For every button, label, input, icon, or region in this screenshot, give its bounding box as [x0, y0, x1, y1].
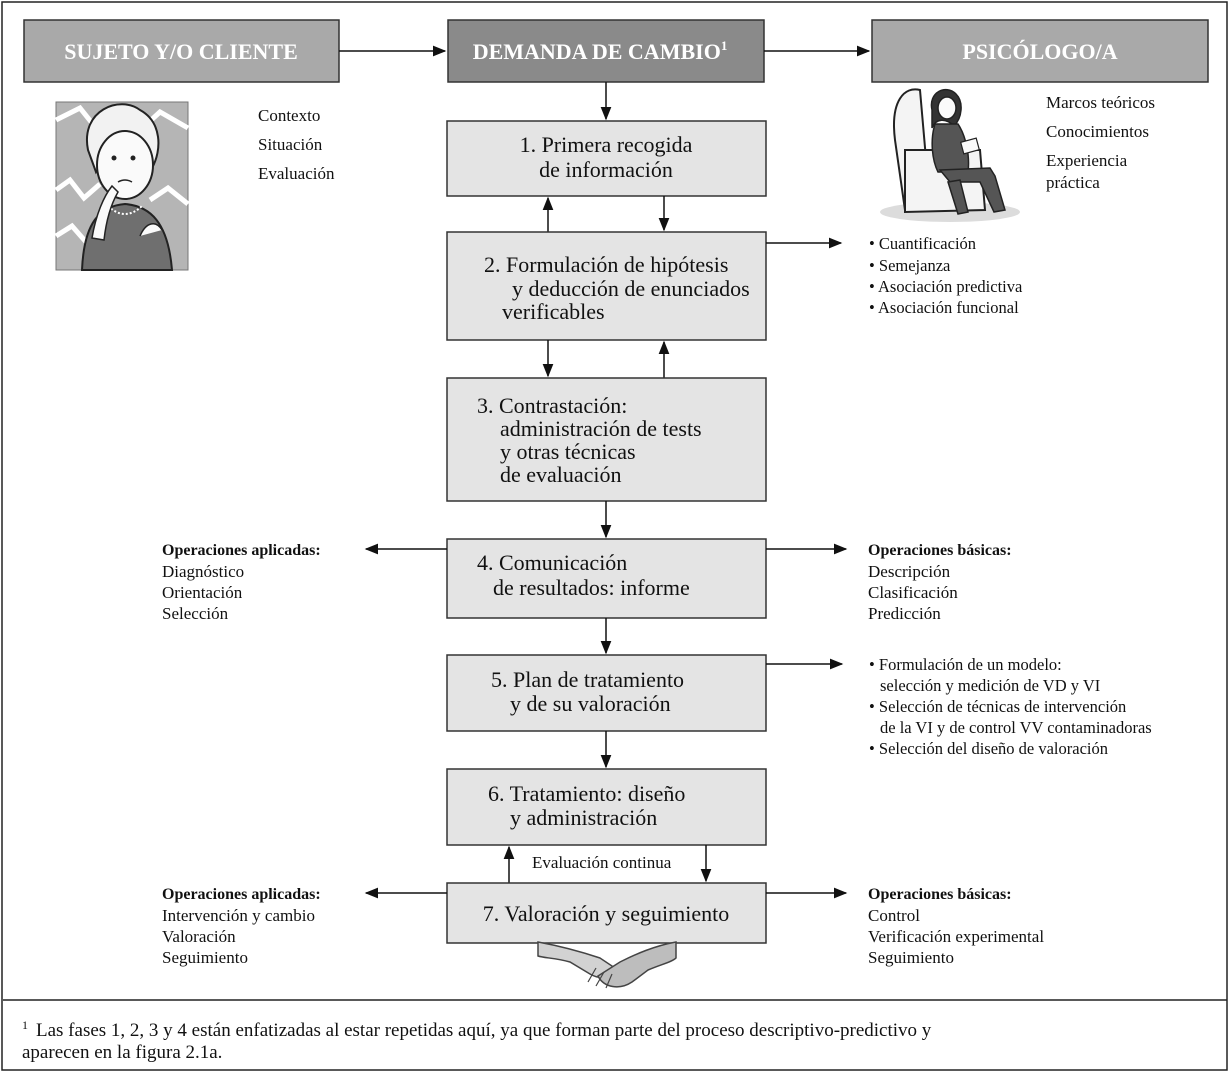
applied-ops-2-item-3: Seguimiento [162, 948, 248, 967]
step-3-line-1: 3. Contrastación: [477, 393, 627, 418]
footnote-text-1: Las fases 1, 2, 3 y 4 están enfatizadas … [36, 1020, 932, 1041]
footnote-line-2: aparecen en la figura 2.1a. [22, 1042, 222, 1063]
step-5-line-2: y de su valoración [510, 691, 671, 716]
step-6-line-2: y administración [510, 805, 657, 830]
basic-ops-1-title: Operaciones básicas: [868, 542, 1012, 559]
header-demand-label: DEMANDA DE CAMBIO1 [473, 38, 728, 64]
psych-skill-3: Experiencia [1046, 151, 1128, 170]
basic-ops-2-item-1: Control [868, 906, 920, 925]
plan-item-3: • Selección de técnicas de intervención [869, 697, 1126, 716]
header-psych-label: PSICÓLOGO/A [962, 39, 1117, 64]
step-5-line-1: 5. Plan de tratamiento [491, 667, 684, 692]
step-6-box: 6. Tratamiento: diseño y administración [446, 768, 767, 846]
header-demand: DEMANDA DE CAMBIO1 [447, 19, 765, 83]
step-6-line-1: 6. Tratamiento: diseño [488, 781, 685, 806]
step-1-line-1: 1. Primera recogida [520, 132, 693, 157]
step-3-box: 3. Contrastación: administración de test… [446, 377, 767, 502]
psych-skill-2: Conocimientos [1046, 122, 1149, 141]
step-2-line-3: verificables [502, 299, 605, 324]
step-3-line-4: de evaluación [500, 462, 622, 487]
applied-ops-1-item-2: Orientación [162, 583, 243, 602]
step-1-box: 1. Primera recogida de información [446, 120, 767, 197]
basic-ops-1-item-2: Clasificación [868, 583, 958, 602]
applied-ops-2-item-1: Intervención y cambio [162, 906, 315, 925]
step-4-line-1: 4. Comunicación [477, 550, 627, 575]
psych-skill-4: práctica [1046, 173, 1100, 192]
continuous-evaluation-label: Evaluación continua [532, 853, 672, 872]
hypothesis-type-1: • Cuantificación [869, 234, 976, 253]
basic-ops-1-item-3: Predicción [868, 604, 941, 623]
applied-ops-2-title: Operaciones aplicadas: [162, 886, 321, 903]
step-5-box: 5. Plan de tratamiento y de su valoració… [446, 654, 767, 732]
step-1-line-2: de información [539, 157, 673, 182]
woman-thinking-icon [54, 101, 190, 271]
plan-item-4: de la VI y de control VV contaminadoras [880, 718, 1152, 737]
plan-item-1: • Formulación de un modelo: [869, 655, 1062, 674]
hypothesis-type-2: • Semejanza [869, 256, 951, 275]
applied-ops-1-item-1: Diagnóstico [162, 562, 244, 581]
applied-ops-1-item-3: Selección [162, 604, 229, 623]
step-2-line-1: 2. Formulación de hipótesis [484, 252, 728, 277]
step-4-line-2: de resultados: informe [493, 575, 690, 600]
subject-context-1: Contexto [258, 106, 320, 125]
step-3-line-3: y otras técnicas [500, 439, 636, 464]
step-7-line-1: 7. Valoración y seguimiento [483, 901, 729, 926]
subject-context-3: Evaluación [258, 164, 335, 183]
basic-ops-2-item-3: Seguimiento [868, 948, 954, 967]
header-subject: SUJETO Y/O CLIENTE [23, 19, 340, 83]
header-subject-label: SUJETO Y/O CLIENTE [64, 39, 298, 64]
hypothesis-type-4: • Asociación funcional [869, 298, 1019, 317]
plan-item-2: selección y medición de VD y VI [880, 676, 1100, 695]
basic-ops-1-item-1: Descripción [868, 562, 951, 581]
step-2-line-2: y deducción de enunciados [512, 276, 750, 301]
handshake-icon [537, 941, 677, 989]
header-psych: PSICÓLOGO/A [871, 19, 1209, 83]
step-2-box: 2. Formulación de hipótesis y deducción … [446, 231, 767, 341]
plan-item-5: • Selección del diseño de valoración [869, 739, 1108, 758]
footnote-mark: 1 [22, 1018, 28, 1032]
basic-ops-2-title: Operaciones básicas: [868, 886, 1012, 903]
header-demand-text: DEMANDA DE CAMBIO [473, 39, 721, 64]
hypothesis-type-3: • Asociación predictiva [869, 277, 1023, 296]
step-4-box: 4. Comunicación de resultados: informe [446, 538, 767, 619]
psych-skill-1: Marcos teóricos [1046, 93, 1155, 112]
step-7-box: 7. Valoración y seguimiento [446, 882, 767, 944]
basic-ops-2-item-2: Verificación experimental [868, 927, 1044, 946]
applied-ops-2-item-2: Valoración [162, 927, 236, 946]
footnote-line-1: 1 Las fases 1, 2, 3 y 4 están enfatizadas… [22, 1018, 932, 1041]
step-3-line-2: administración de tests [500, 416, 702, 441]
header-demand-sup: 1 [721, 38, 728, 53]
applied-ops-1-title: Operaciones aplicadas: [162, 542, 321, 559]
subject-context-2: Situación [258, 135, 323, 154]
psychologist-armchair-icon [880, 88, 1020, 222]
